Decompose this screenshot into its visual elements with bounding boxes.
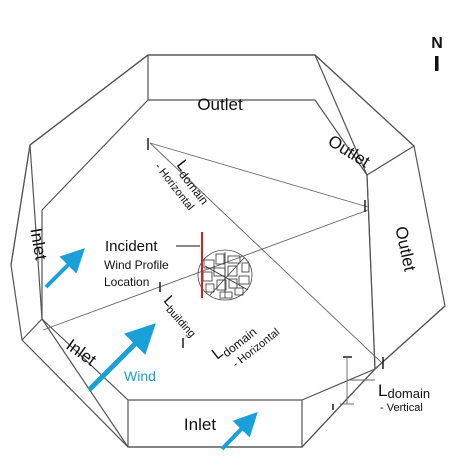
svg-text:Lbuilding: Lbuilding bbox=[158, 292, 204, 340]
inlet-lower-left-label: Inlet bbox=[63, 335, 100, 369]
building-dimension-sub: building bbox=[163, 304, 197, 340]
diagonal-lines bbox=[42, 142, 384, 365]
building-dimension-label: Lbuilding bbox=[158, 292, 204, 340]
wind-arrow-left bbox=[44, 248, 85, 289]
svg-text:Ldomain: Ldomain bbox=[378, 381, 430, 401]
wind-label: Wind bbox=[124, 368, 156, 384]
tick-marks bbox=[147, 138, 384, 410]
vertical-dimension-label: Ldomain - Vertical bbox=[378, 381, 430, 414]
wind-arrows bbox=[44, 248, 258, 451]
side-edges bbox=[10, 54, 446, 447]
incident-line1: Wind Profile bbox=[104, 258, 169, 272]
outlet-top-label: Outlet bbox=[197, 95, 243, 114]
vertical-dimension-sub: domain bbox=[387, 386, 430, 401]
upper-dimension-label: Ldomain - Horizontal bbox=[152, 157, 211, 213]
incident-line2: Location bbox=[104, 275, 149, 289]
inlet-left-label: Inlet bbox=[26, 227, 50, 262]
wind-arrow-bottom bbox=[220, 411, 258, 451]
incident-title: Incident bbox=[105, 238, 158, 255]
north-arrow-icon bbox=[435, 56, 439, 71]
vertical-dimension bbox=[340, 357, 375, 405]
vertical-dimension-suffix: - Vertical bbox=[380, 402, 423, 414]
vertical-dimension-main: L bbox=[378, 381, 387, 400]
wind-arrow-main bbox=[87, 323, 156, 392]
inlet-bottom-label: Inlet bbox=[184, 415, 216, 434]
building-cluster bbox=[197, 249, 253, 301]
outlet-right-label: Outlet bbox=[391, 225, 419, 274]
north-letter: N bbox=[431, 35, 443, 52]
outlet-upper-right-label: Outlet bbox=[325, 131, 374, 171]
lower-dimension-label: Ldomain - Horizontal bbox=[209, 325, 282, 371]
